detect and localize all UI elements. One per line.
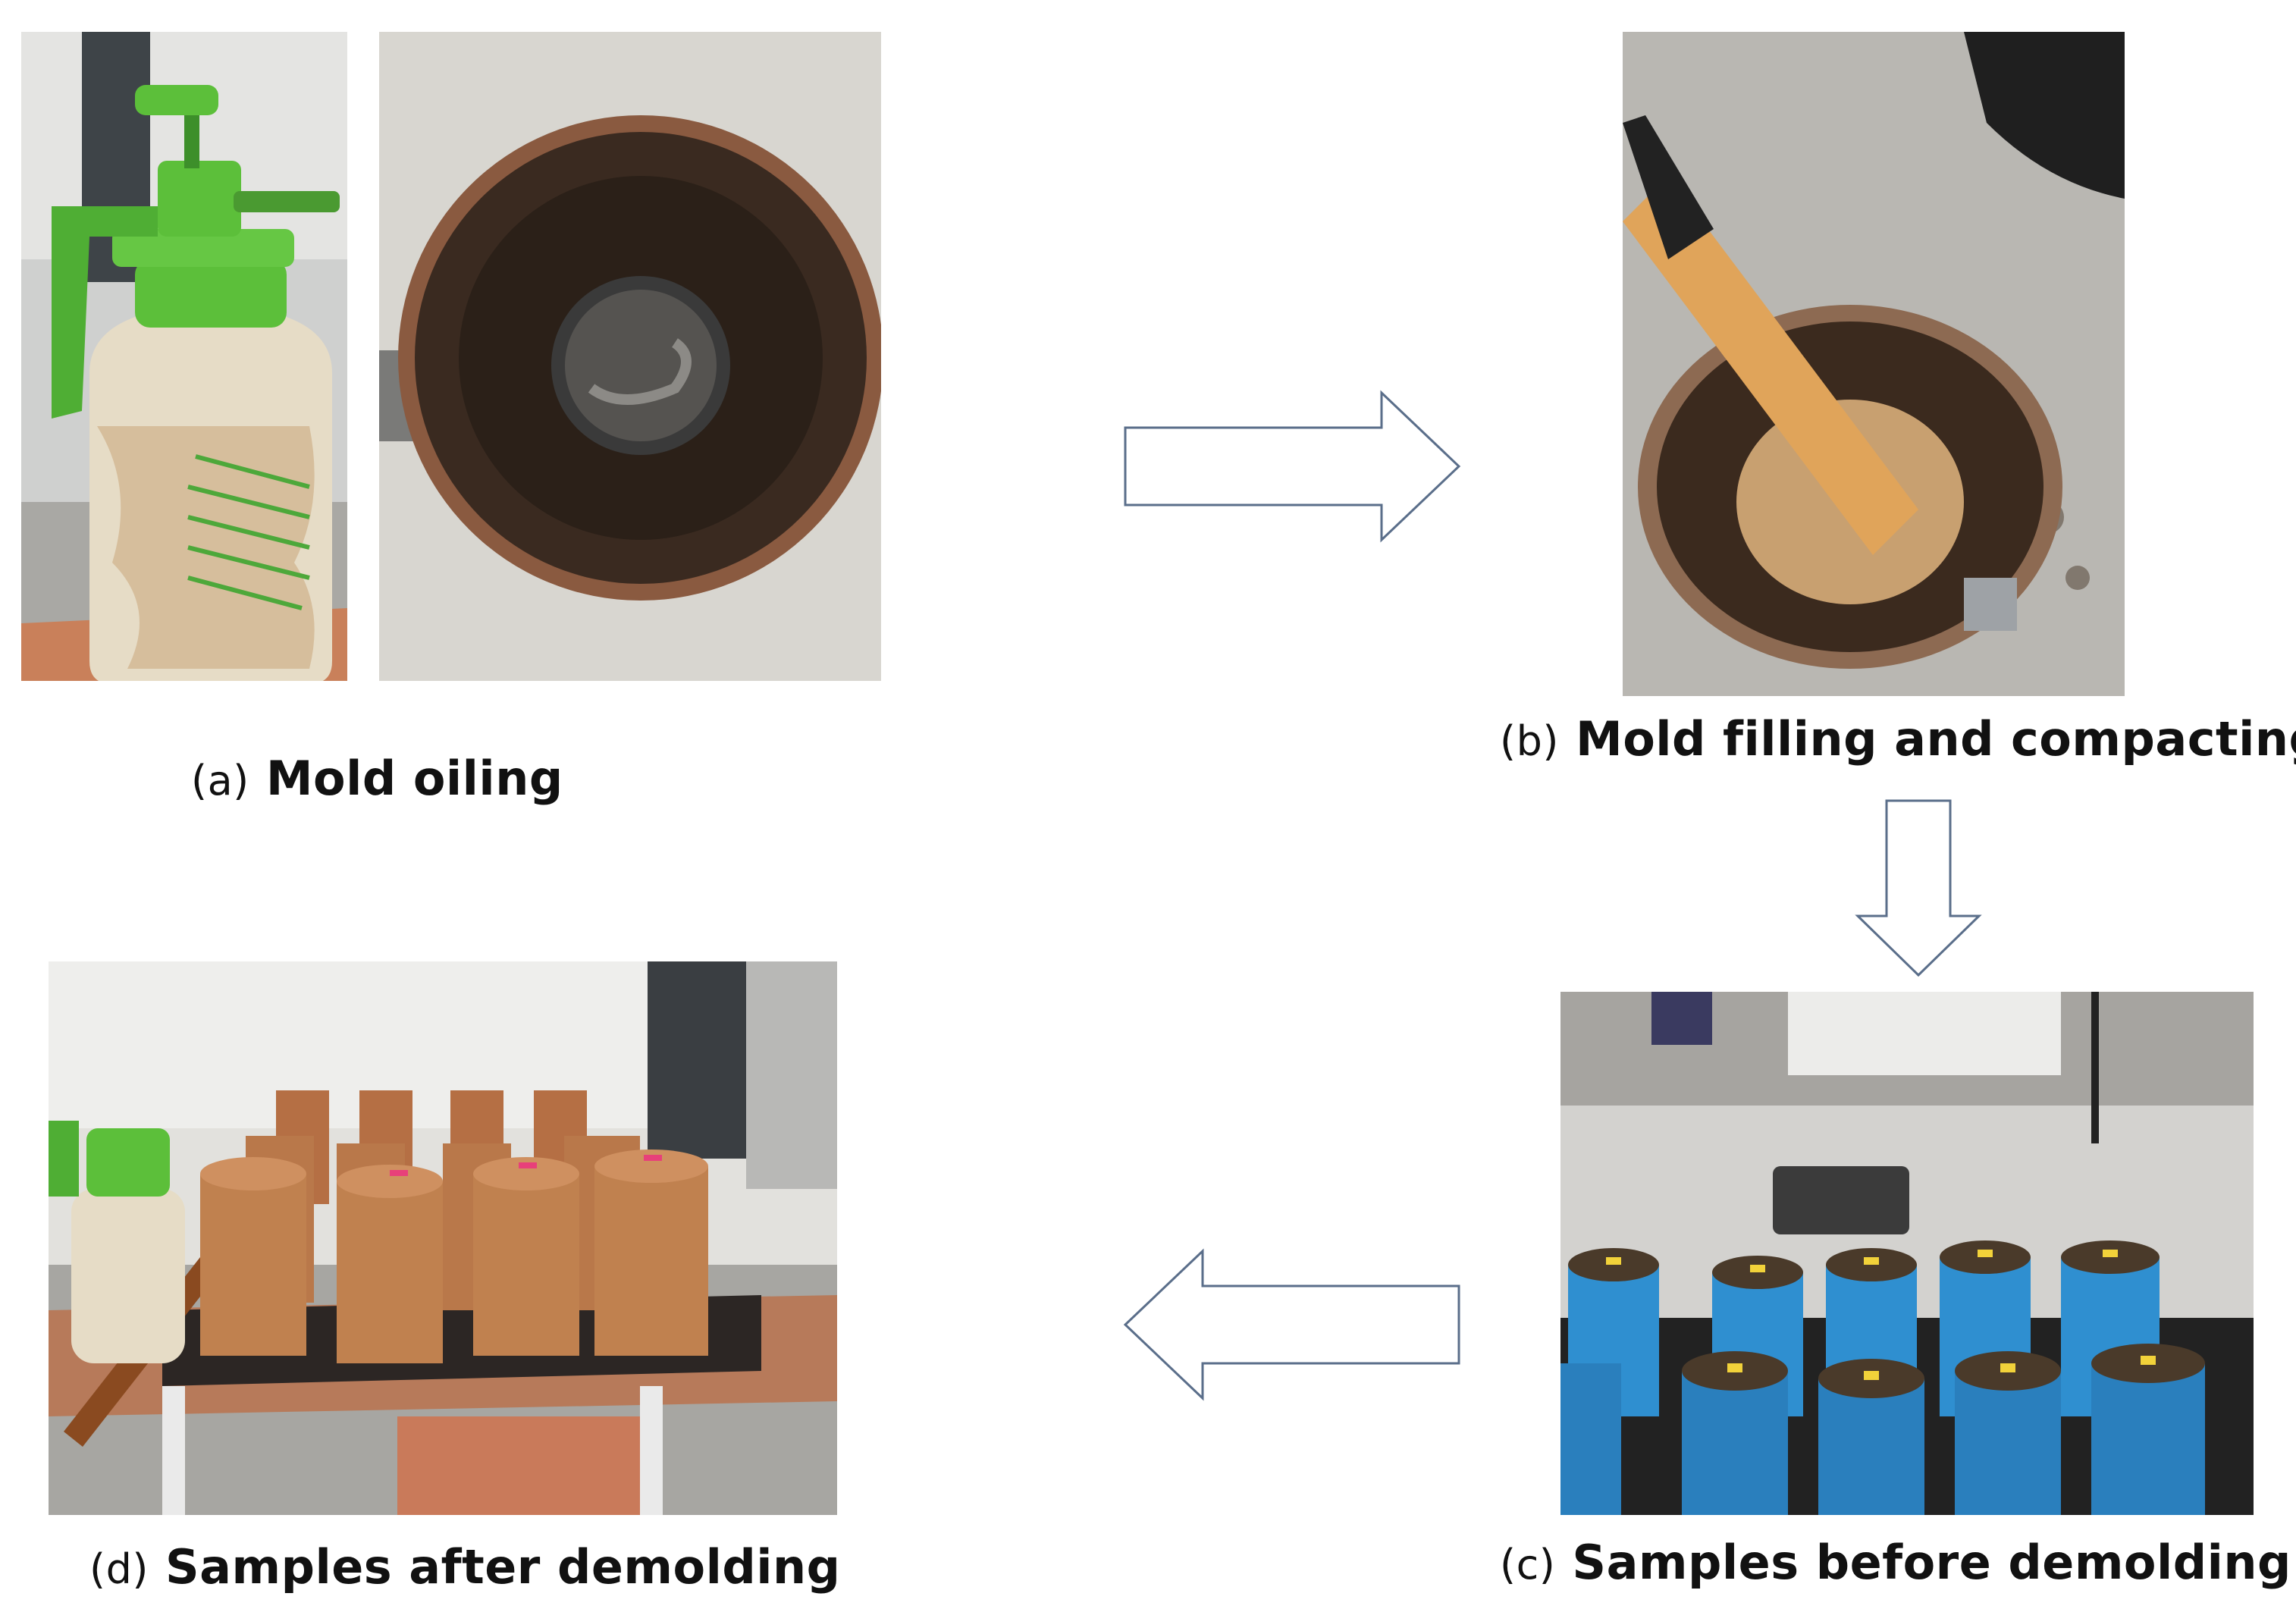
photo-samples-before-demolding xyxy=(1560,992,2254,1515)
photo-mold-compacting xyxy=(1623,32,2125,696)
caption-c-tag: (c) xyxy=(1500,1541,1555,1589)
caption-d-tag: (d) xyxy=(89,1545,149,1593)
caption-a-tag: (a) xyxy=(191,757,249,804)
caption-a-text: Mold oiling xyxy=(266,751,563,806)
caption-b-tag: (b) xyxy=(1500,717,1559,765)
caption-d-text: Samples after demolding xyxy=(165,1539,840,1595)
photo-sprayer xyxy=(21,32,347,681)
caption-c-text: Samples before demolding xyxy=(1572,1535,2291,1590)
caption-b: (b) Mold filling and compacting xyxy=(1500,711,2296,767)
caption-a: (a) Mold oiling xyxy=(191,751,563,806)
left-arrow-icon xyxy=(1118,1247,1466,1403)
photo-samples-after-demolding xyxy=(49,961,837,1515)
caption-b-text: Mold filling and compacting xyxy=(1576,711,2296,767)
caption-c: (c) Samples before demolding xyxy=(1500,1535,2291,1590)
photo-mold-top-view xyxy=(379,32,881,681)
down-arrow-icon xyxy=(1850,796,1987,980)
right-arrow-icon xyxy=(1118,388,1466,544)
caption-d: (d) Samples after demolding xyxy=(89,1539,840,1595)
